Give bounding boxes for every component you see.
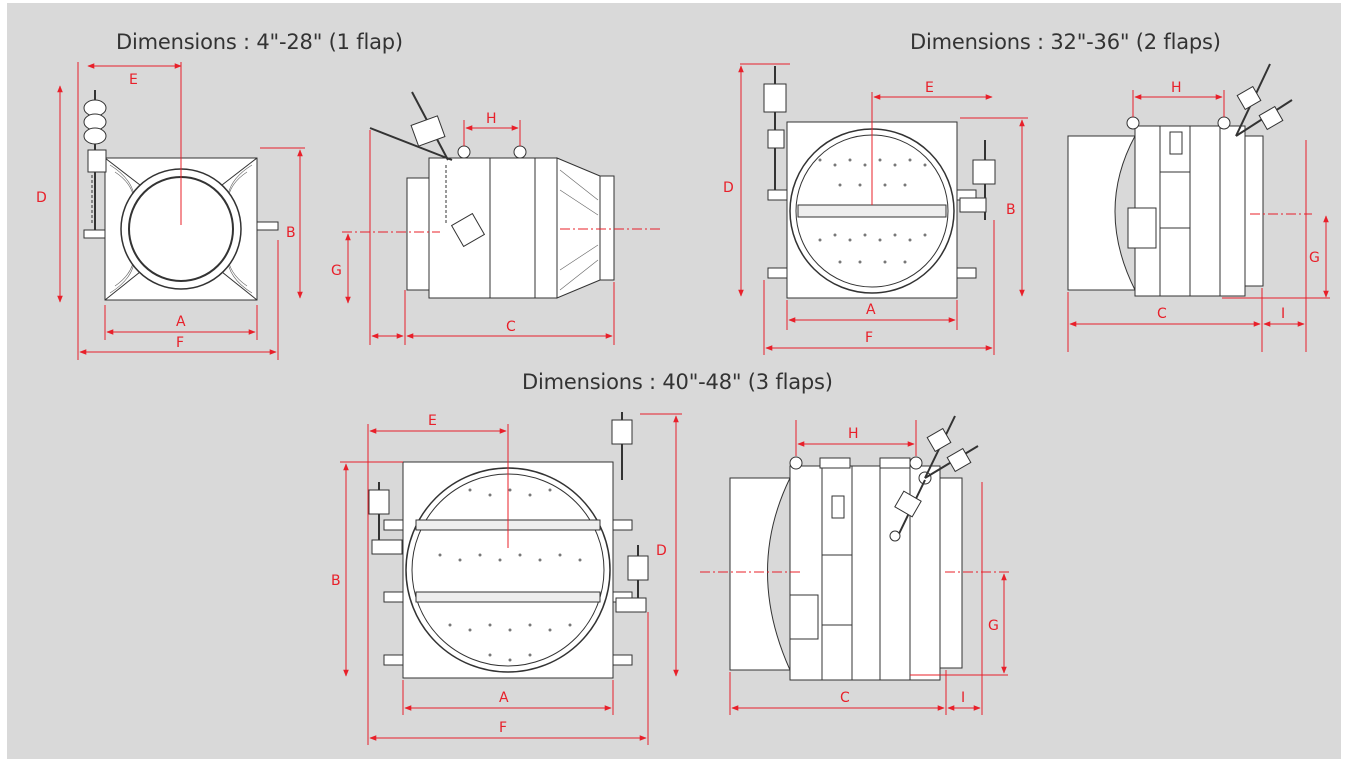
medium-side-dimensions (1067, 90, 1330, 352)
large-front-label-e: E (428, 413, 437, 429)
medium-side-view (1067, 63, 1293, 297)
small-side-label-h: H (486, 111, 497, 127)
medium-side-label-h: H (1171, 80, 1182, 96)
medium-front-dimensions (738, 63, 1028, 355)
title-large-damper: Dimensions : 40"-48" (3 flaps) (522, 370, 833, 394)
large-front-dimensions (340, 413, 682, 745)
large-side-label-i: I (961, 690, 965, 706)
small-side-dimensions (342, 120, 660, 345)
small-side-label-g: G (331, 263, 342, 279)
small-front-label-a: A (176, 314, 186, 330)
title-medium-damper: Dimensions : 32"-36" (2 flaps) (910, 30, 1221, 54)
small-front-label-d: D (36, 190, 47, 206)
medium-front-view (763, 66, 996, 299)
large-side-label-g: G (988, 618, 999, 634)
large-side-label-c: C (840, 690, 850, 706)
medium-front-label-e: E (925, 80, 934, 96)
medium-front-label-a: A (866, 302, 876, 318)
large-side-label-h: H (848, 426, 859, 442)
small-side-view (369, 91, 615, 299)
medium-side-label-g: G (1309, 250, 1320, 266)
medium-front-label-f: F (865, 330, 873, 346)
title-small-damper: Dimensions : 4"-28" (1 flap) (116, 30, 403, 54)
small-side-label-c: C (506, 319, 516, 335)
small-front-label-e: E (129, 72, 138, 88)
large-front-label-d: D (656, 543, 667, 559)
large-side-view (729, 415, 979, 681)
large-front-label-a: A (499, 690, 509, 706)
large-front-label-f: F (499, 720, 507, 736)
large-front-view (368, 412, 649, 679)
medium-front-label-d: D (723, 180, 734, 196)
medium-side-label-c: C (1157, 306, 1167, 322)
small-front-dimensions (57, 62, 305, 360)
small-front-label-b: B (286, 225, 296, 241)
large-front-label-b: B (331, 573, 341, 589)
large-side-dimensions (700, 420, 1010, 715)
small-front-label-f: F (176, 335, 184, 351)
medium-side-label-i: I (1281, 306, 1285, 322)
medium-front-label-b: B (1006, 202, 1016, 218)
